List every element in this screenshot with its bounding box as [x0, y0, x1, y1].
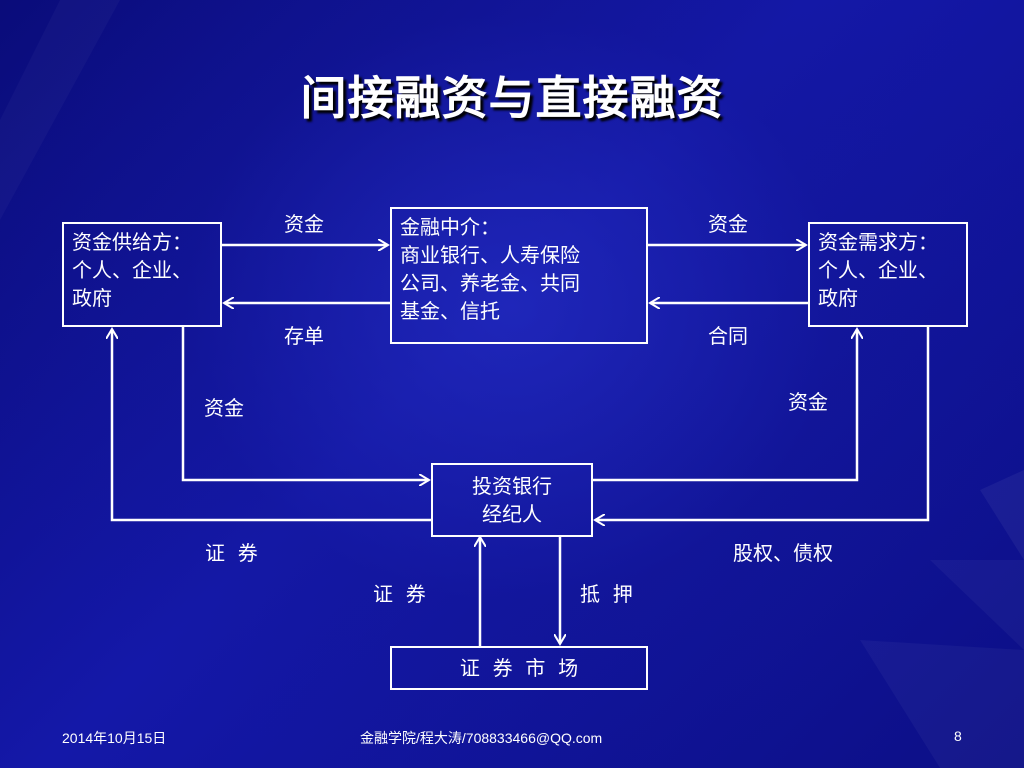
label-funds-top-left: 资金 — [284, 212, 324, 236]
demander-box: 资金需求方： 个人、企业、 政府 — [808, 222, 968, 327]
intermediary-line-1: 金融中介： — [400, 215, 500, 239]
ib-line-2: 经纪人 — [482, 502, 542, 526]
intermediary-line-3: 公司、养老金、共同 — [400, 271, 580, 295]
footer-page-number: 8 — [954, 728, 962, 744]
investment-bank-box: 投资银行 经纪人 — [431, 463, 593, 537]
supplier-line-3: 政府 — [72, 286, 112, 310]
market-label: 证 券 市 场 — [459, 656, 579, 680]
label-securities-left: 证 券 — [205, 541, 258, 565]
supplier-box: 资金供给方： 个人、企业、 政府 — [62, 222, 222, 327]
label-equity-debt: 股权、债权 — [733, 541, 833, 565]
demander-line-1: 资金需求方： — [818, 230, 938, 254]
label-mortgage: 抵 押 — [580, 582, 633, 606]
securities-market-box: 证 券 市 场 — [390, 646, 648, 690]
label-securities-bottom: 证 券 — [373, 582, 426, 606]
intermediary-line-4: 基金、信托 — [400, 299, 500, 323]
footer-date: 2014年10月15日 — [62, 730, 167, 746]
label-deposit: 存单 — [284, 324, 324, 348]
supplier-line-2: 个人、企业、 — [72, 258, 192, 282]
label-funds-top-right: 资金 — [708, 212, 748, 236]
arrow-supplier-funds-to-ib — [181, 327, 429, 480]
arrow-ib-funds-to-demander — [593, 329, 857, 482]
intermediary-line-2: 商业银行、人寿保险 — [400, 243, 580, 267]
footer-author: 金融学院/程大涛/708833466@QQ.com — [360, 730, 603, 746]
intermediary-box: 金融中介： 商业银行、人寿保险 公司、养老金、共同 基金、信托 — [390, 207, 648, 344]
arrow-ib-securities-to-supplier — [112, 329, 431, 522]
label-contract: 合同 — [708, 324, 748, 348]
ib-line-1: 投资银行 — [472, 474, 552, 498]
demander-line-3: 政府 — [818, 286, 858, 310]
label-funds-right: 资金 — [788, 390, 828, 414]
supplier-line-1: 资金供给方： — [72, 230, 192, 254]
page-title: 间接融资与直接融资 — [300, 71, 724, 125]
demander-line-2: 个人、企业、 — [818, 258, 938, 282]
arrow-demander-equity-to-ib — [595, 327, 930, 520]
label-funds-left: 资金 — [204, 396, 244, 420]
